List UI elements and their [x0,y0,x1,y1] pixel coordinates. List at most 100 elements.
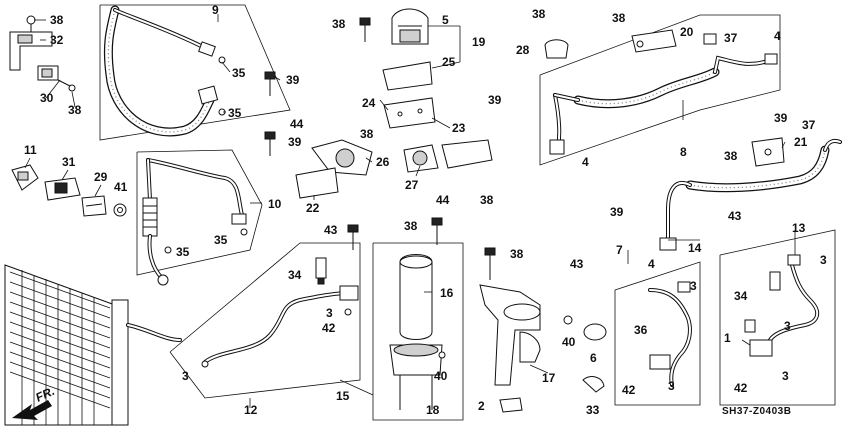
cap-6-drawing [583,323,607,341]
callout-c48: 12 [244,403,258,417]
callout-c14: 23 [452,121,466,135]
callout-c45: 3 [326,306,333,320]
callout-c39: 41 [114,180,128,194]
callout-c38: 29 [94,170,108,184]
group-outline-hose-8 [539,14,781,166]
group-outline-pipe-13 [719,229,836,406]
callout-c56: 17 [542,371,556,385]
nut-41-drawing [113,203,127,217]
clip-11-drawing [11,164,39,191]
callout-c34: 38 [724,149,738,163]
callout-c70: 13 [792,221,806,235]
bracket-21-drawing [751,137,785,167]
bolt-39-mid-drawing [264,131,276,156]
callout-c1: 38 [50,13,64,27]
callout-c28: 4 [774,29,781,43]
bolt-38-receiver-drawing [431,217,443,245]
callout-c71: 3 [820,253,827,267]
grommet-2-drawing [499,397,523,413]
callout-c29: 39 [488,93,502,107]
callout-c61: 43 [728,209,742,223]
bracket-22-drawing [295,167,339,199]
hose-10-drawing [142,158,248,286]
callout-c54: 38 [510,247,524,261]
callout-c69: 3 [668,379,675,393]
bolt-38-top-mid-drawing [359,17,371,42]
group-outline-hose-9 [99,4,291,141]
callout-c68: 42 [622,383,636,397]
bracket-38-right-drawing [441,139,493,169]
callout-c18: 26 [376,155,390,169]
callout-c76: 3 [782,369,789,383]
callout-c46: 42 [322,321,336,335]
group-outline-pipe-12 [169,242,361,399]
callout-numbers: 38 32 30 38 9 35 35 39 38 5 19 25 24 23 … [24,3,827,417]
callout-c19: 27 [405,178,419,192]
callout-c66: 36 [634,323,648,337]
bracket-27-drawing [403,144,439,173]
callout-c50: 16 [440,286,454,300]
callout-c43: 43 [324,223,338,237]
nut-37-top-drawing [703,33,717,45]
callout-c22: 38 [480,193,494,207]
callout-c52: 15 [336,389,350,403]
pipe-12-drawing [201,285,359,368]
callout-c63: 43 [570,257,584,271]
bracket-17-drawing [479,284,573,386]
callout-c23: 38 [532,7,546,21]
callout-c51: 40 [434,369,448,383]
callout-c4: 38 [68,103,82,117]
callout-c32: 39 [774,111,788,125]
callout-c72: 34 [734,289,748,303]
clamp-29-drawing [81,195,107,217]
hose-7-drawing [659,139,842,251]
hose-8-drawing [549,53,778,155]
callout-c44: 34 [288,268,302,282]
bracket-20-drawing [631,29,677,53]
bracket-24-drawing [383,97,436,129]
callout-c5: 9 [212,3,219,17]
front-direction-arrow [12,400,52,420]
callout-c16: 38 [360,127,374,141]
callout-c35: 37 [802,118,816,132]
bracket-32-drawing [9,15,53,71]
callout-c64: 4 [648,257,655,271]
callout-c26: 20 [680,25,694,39]
bracket-5-drawing [391,8,429,45]
callout-c62: 7 [616,243,623,257]
callout-c33: 21 [794,135,808,149]
pipe-14-drawing [648,281,692,387]
clamp-30-drawing [37,65,76,92]
bracket-31-drawing [44,177,81,201]
bolt-43-left-drawing [347,224,359,250]
callout-c20: 22 [306,201,320,215]
bracket-26-drawing [311,139,373,176]
callout-c73: 1 [724,331,731,345]
callout-c11: 19 [472,35,486,49]
callout-c40: 10 [268,197,282,211]
group-outline-hose-10 [136,149,263,276]
callout-c37: 31 [62,155,76,169]
callout-c74: 3 [784,319,791,333]
callout-c59: 6 [590,351,597,365]
callout-c2: 32 [50,33,64,47]
callout-c31: 8 [680,145,687,159]
bracket-28-drawing [544,39,569,59]
callout-c6: 35 [232,66,246,80]
callout-c10: 5 [442,13,449,27]
bolt-38-bracket17-drawing [484,247,496,280]
callout-c41: 35 [214,233,228,247]
callout-c36: 11 [24,143,37,157]
callout-c65: 14 [688,241,702,255]
callout-c13: 24 [362,96,376,110]
callout-c24: 28 [516,43,530,57]
callout-c67: 3 [690,279,697,293]
callout-c9: 38 [332,17,346,31]
hose-9-drawing [103,5,226,137]
leader-lines [24,14,796,408]
callout-c21: 44 [436,193,450,207]
clip-33-drawing [582,376,605,393]
callout-c25: 38 [612,11,626,25]
